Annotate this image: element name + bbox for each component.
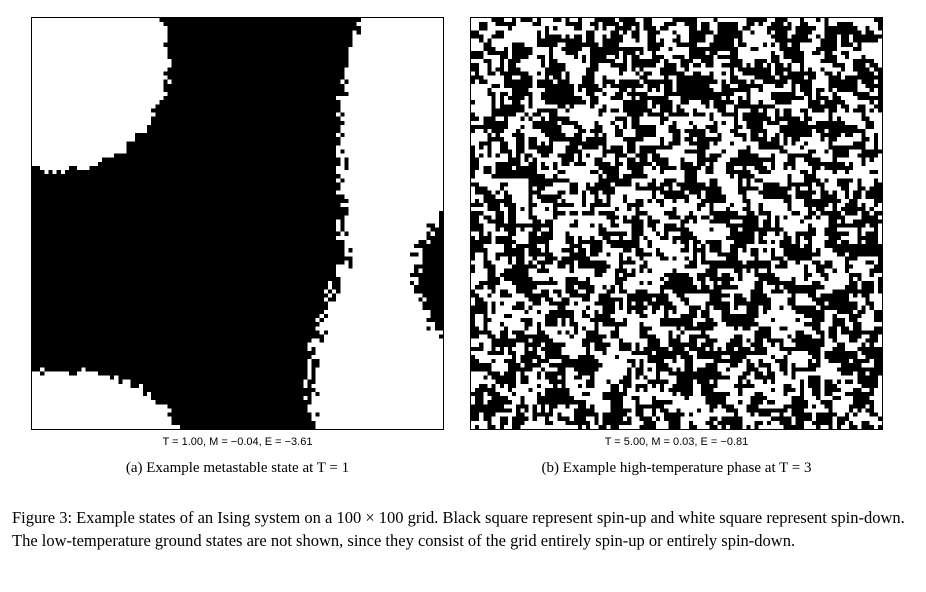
panel-a-stats: T = 1.00, M = −0.04, E = −3.61 [162, 436, 313, 448]
spin-lattice-image [471, 18, 882, 429]
ising-grid-high-temperature [470, 17, 883, 430]
ising-grid-metastable [31, 17, 444, 430]
figure-caption: Figure 3: Example states of an Ising sys… [12, 508, 905, 550]
panel-b-subcaption: (b) Example high-temperature phase at T … [541, 460, 812, 476]
panel-b-stats: T = 5.00, M = 0.03, E = −0.81 [604, 436, 749, 448]
panel-a-subcaption: (a) Example metastable state at T = 1 [125, 460, 350, 476]
spin-lattice-image [32, 18, 443, 429]
